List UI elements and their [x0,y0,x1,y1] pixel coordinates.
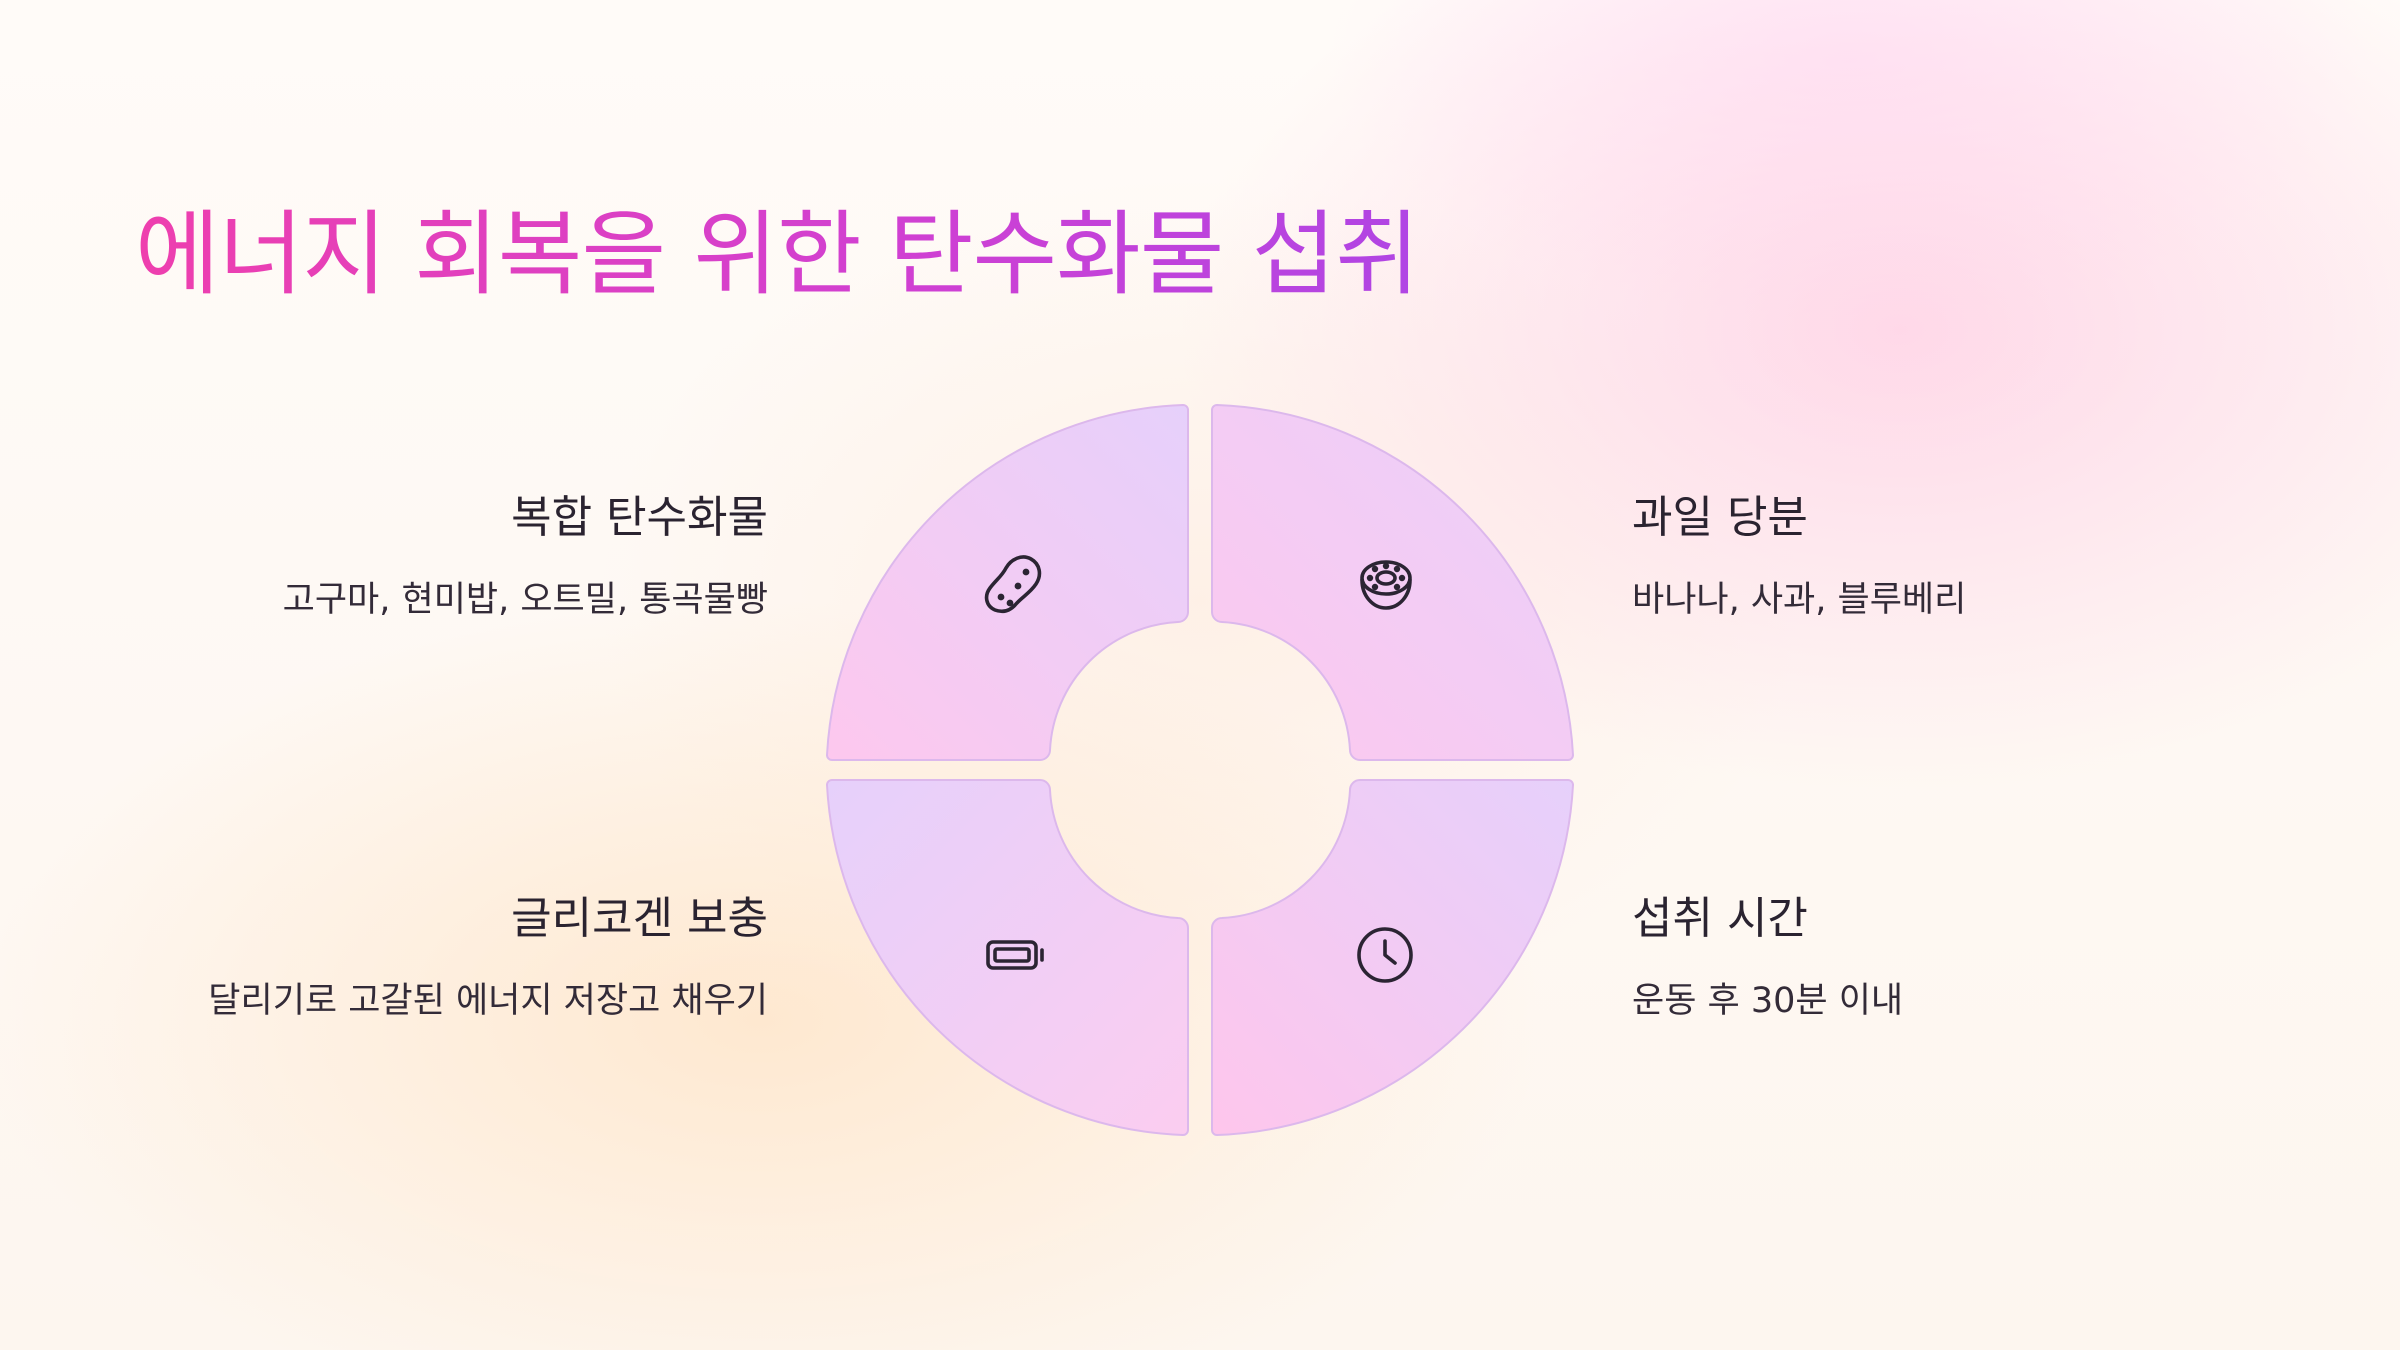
section-heading: 과일 당분 [1632,492,1808,543]
kiwi-fruit-icon [1360,560,1412,610]
section-fruit-sugar: 과일 당분 바나나, 사과, 블루베리 [1632,492,1966,621]
battery-icon [986,940,1044,970]
section-description: 운동 후 30분 이내 [1632,980,1904,1021]
section-heading: 복합 탄수화물 [511,492,768,543]
section-heading: 글리코겐 보충 [511,893,768,944]
segment-timing [1211,779,1575,1137]
section-timing: 섭취 시간 운동 후 30분 이내 [1632,893,1903,1022]
segment-complex-carbs [825,403,1189,761]
section-heading: 섭취 시간 [1632,893,1808,944]
potato-icon [984,555,1042,614]
section-description: 고구마, 현미밥, 오트밀, 통곡물빵 [282,579,768,620]
section-description: 바나나, 사과, 블루베리 [1632,579,1967,620]
section-description: 달리기로 고갈된 에너지 저장고 채우기 [208,980,768,1021]
segment-glycogen [825,779,1189,1137]
page-title: 에너지 회복을 위한 탄수화물 섭취 [135,201,1420,308]
section-complex-carbs: 복합 탄수화물 고구마, 현미밥, 오트밀, 통곡물빵 [283,492,768,621]
clock-icon [1357,927,1413,983]
section-glycogen: 글리코겐 보충 달리기로 고갈된 에너지 저장고 채우기 [208,893,768,1022]
